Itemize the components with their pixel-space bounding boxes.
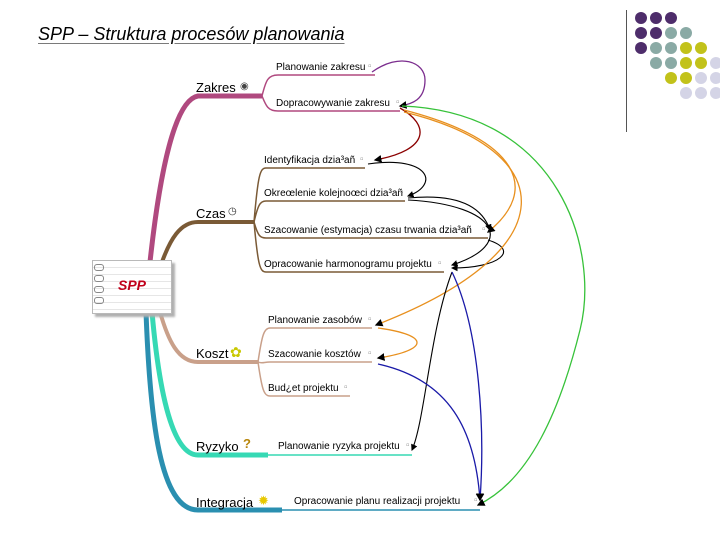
leaf-connector xyxy=(253,221,488,239)
decorative-dot xyxy=(665,57,677,69)
divider-line xyxy=(626,10,627,132)
leaf-connector xyxy=(257,327,372,363)
branch-connector-ryzyko xyxy=(149,311,268,458)
clock-icon: ◷ xyxy=(228,206,237,217)
decorative-dot xyxy=(665,72,677,84)
notebook-ring xyxy=(94,297,104,304)
arrow-orange xyxy=(374,111,522,327)
decorative-dot xyxy=(680,72,692,84)
arrow-purple xyxy=(371,60,426,109)
question-icon: ? xyxy=(243,436,251,451)
note-icon: ▫ xyxy=(344,382,348,393)
decorative-dot xyxy=(680,42,692,54)
arrow-blue xyxy=(451,271,485,502)
leaf-szacowanie-czasu[interactable]: Szacowanie (estymacja) czasu trwania dzi… xyxy=(264,225,472,236)
center-node-label: SPP xyxy=(118,277,147,293)
note-icon: ▫ xyxy=(368,314,372,325)
decorative-dot xyxy=(680,57,692,69)
branch-connector-integracja xyxy=(143,311,282,513)
branch-connector-koszt xyxy=(158,311,258,364)
leaf-connector xyxy=(261,74,375,97)
center-node[interactable] xyxy=(92,260,172,314)
leaf-okreslenie-kolejnosci[interactable]: Okreœlenie kolejnoœci dzia³añ xyxy=(264,188,403,199)
leaf-connector xyxy=(257,361,350,397)
leaf-connector xyxy=(253,221,444,273)
leaf-connector xyxy=(253,200,405,223)
note-icon: ▫ xyxy=(474,495,478,506)
decorative-dot xyxy=(650,57,662,69)
decorative-dot xyxy=(695,42,707,54)
leaf-connector xyxy=(257,361,372,364)
leaf-opracowanie-planu-realizacji[interactable]: Opracowanie planu realizacji projektu xyxy=(294,496,461,507)
leaf-opracowanie-harmonogramu[interactable]: Opracowanie harmonogramu projektu xyxy=(264,259,432,270)
slide-title: SPP – Struktura procesów planowania xyxy=(38,24,345,44)
decorative-dot xyxy=(650,42,662,54)
arrow-orange xyxy=(403,109,516,233)
branch-connector-czas xyxy=(160,220,254,263)
note-icon: ▫ xyxy=(406,440,410,451)
decorative-dot xyxy=(710,57,720,69)
leaf-connector xyxy=(261,95,400,112)
decorative-dot xyxy=(680,87,692,99)
leaf-planowanie-ryzyka[interactable]: Planowanie ryzyka projektu xyxy=(278,441,400,452)
branch-zakres[interactable]: Zakres xyxy=(196,80,236,95)
decorative-dot xyxy=(665,42,677,54)
flower-icon: ✿ xyxy=(230,344,242,360)
decorative-dot xyxy=(710,72,720,84)
leaf-szacowanie-kosztow[interactable]: Szacowanie kosztów xyxy=(268,349,361,360)
note-icon: ▫ xyxy=(368,348,372,359)
branch-koszt[interactable]: Koszt xyxy=(196,346,229,361)
decorative-dot xyxy=(650,27,662,39)
leaf-planowanie-zasobow[interactable]: Planowanie zasobów xyxy=(268,315,362,326)
note-icon: ▫ xyxy=(368,61,372,72)
branch-integracja[interactable]: Integracja xyxy=(196,495,254,510)
decorative-dot xyxy=(650,12,662,24)
arrow-black xyxy=(411,271,453,452)
notebook-ring xyxy=(94,264,104,271)
decorative-dot xyxy=(635,12,647,24)
arrow-orange xyxy=(376,327,418,361)
decorative-dot xyxy=(695,87,707,99)
arrow-black xyxy=(367,161,427,198)
decorative-dot xyxy=(635,42,647,54)
arrow-green xyxy=(401,105,586,506)
leaf-budzet-projektu[interactable]: Bud¿et projektu xyxy=(268,383,339,394)
eye-icon: ◉ xyxy=(240,81,249,92)
decorative-dot xyxy=(680,27,692,39)
leaf-identyfikacja-dzialan[interactable]: Identyfikacja dzia³añ xyxy=(264,155,356,166)
leaf-dopracowywanie-zakresu[interactable]: Dopracowywanie zakresu xyxy=(276,98,390,109)
decorative-dot xyxy=(695,57,707,69)
decorative-dot xyxy=(695,72,707,84)
decorative-dot-grid xyxy=(635,12,720,99)
note-icon: ▫ xyxy=(360,154,364,165)
branch-connector-zakres xyxy=(147,93,262,263)
branch-czas[interactable]: Czas xyxy=(196,206,226,221)
arrow-darkred xyxy=(373,107,421,163)
leaf-planowanie-zakresu[interactable]: Planowanie zakresu xyxy=(276,62,366,73)
decorative-dot xyxy=(635,27,647,39)
notebook-ring xyxy=(94,275,104,282)
notebook-ring xyxy=(94,286,104,293)
note-icon: ▫ xyxy=(438,258,442,269)
arrow-black xyxy=(450,239,504,272)
note-icon: ▫ xyxy=(400,187,404,198)
note-icon: ▫ xyxy=(396,97,400,108)
decorative-dot xyxy=(710,87,720,99)
sun-icon: ✹ xyxy=(258,493,269,508)
leaf-connector xyxy=(253,167,365,223)
branch-ryzyko[interactable]: Ryzyko xyxy=(196,439,239,454)
arrow-blue xyxy=(377,363,484,502)
note-icon: ▫ xyxy=(482,224,486,235)
decorative-dot xyxy=(665,12,677,24)
decorative-dot xyxy=(665,27,677,39)
